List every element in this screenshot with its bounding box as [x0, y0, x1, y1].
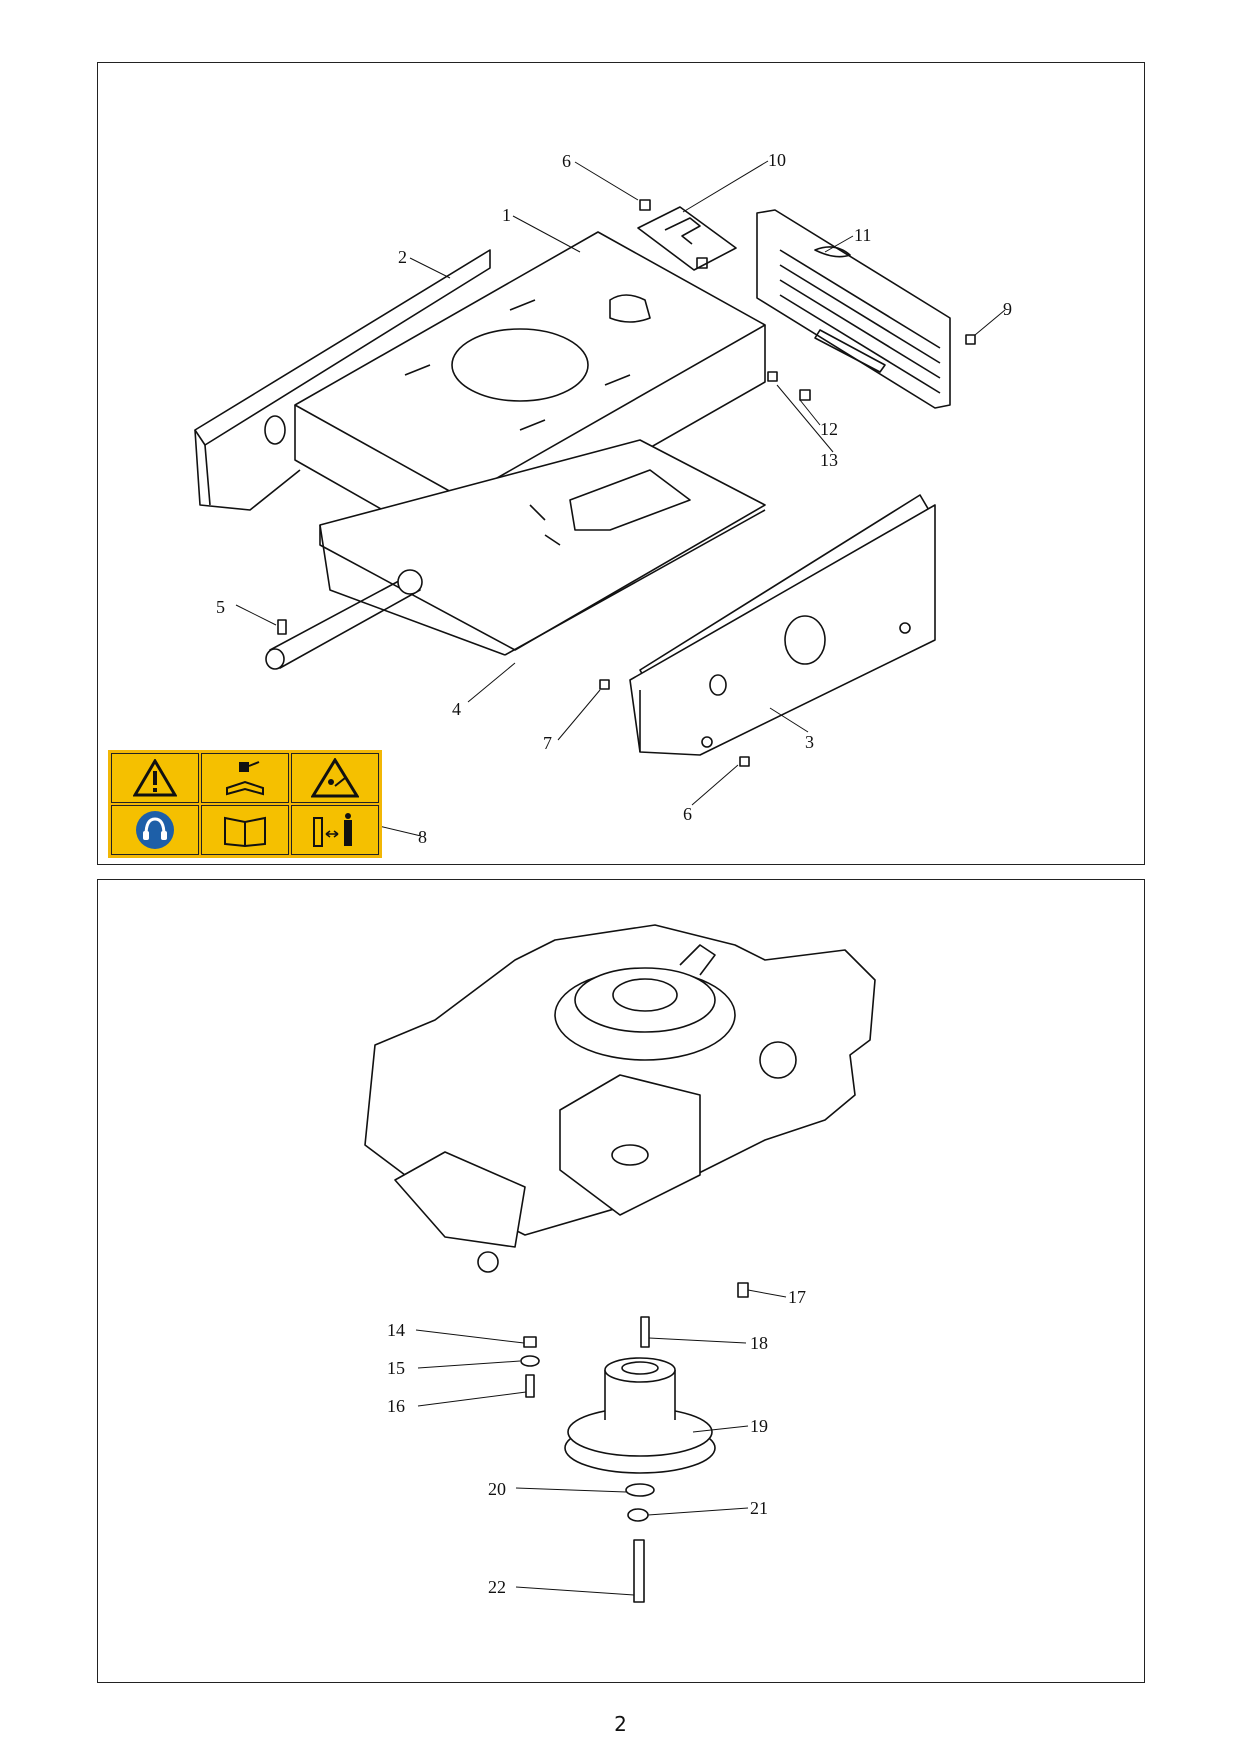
right-side-rail [629, 494, 936, 756]
callout-3: 3 [805, 732, 814, 752]
latch-plate [637, 206, 737, 271]
callout-4: 4 [452, 699, 461, 719]
keep-distance-icon [291, 805, 379, 855]
callout-17: 17 [788, 1287, 806, 1307]
read-manual-wrench-icon [201, 753, 289, 803]
warning-triangle-icon [111, 753, 199, 803]
callout-10: 10 [768, 150, 786, 170]
page-number: 2 [614, 1712, 627, 1736]
callout-9: 9 [1003, 299, 1012, 319]
fasteners [277, 199, 976, 767]
callout-11: 11 [854, 225, 872, 245]
open-book-icon [201, 805, 289, 855]
pulley [564, 1357, 716, 1474]
callout-6-top: 6 [562, 151, 571, 171]
callout-18: 18 [750, 1333, 768, 1353]
callout-14: 14 [387, 1320, 405, 1340]
callout-13: 13 [820, 450, 838, 470]
callout-12: 12 [820, 419, 838, 439]
callout-21: 21 [750, 1498, 768, 1518]
callout-19: 19 [750, 1416, 768, 1436]
callout-16: 16 [387, 1396, 405, 1416]
callout-2: 2 [398, 247, 407, 267]
callout-6-bottom: 6 [683, 804, 692, 824]
thrown-object-hazard-icon [291, 753, 379, 803]
leader-lines [235, 160, 1006, 1596]
deck-plate [294, 231, 766, 556]
slotted-cover [756, 209, 951, 409]
callout-5: 5 [216, 597, 225, 617]
callout-15: 15 [387, 1358, 405, 1378]
bottom-fasteners [520, 1282, 749, 1603]
callout-1: 1 [502, 205, 511, 225]
lower-frame [319, 439, 766, 656]
callout-20: 20 [488, 1479, 506, 1499]
left-side-rail [194, 249, 491, 511]
safety-decal [108, 750, 382, 858]
ear-protection-icon [111, 805, 199, 855]
engine-assembly [364, 924, 876, 1273]
callout-22: 22 [488, 1577, 506, 1597]
shaft [265, 569, 423, 670]
callout-8: 8 [418, 827, 427, 847]
callout-7: 7 [543, 733, 552, 753]
